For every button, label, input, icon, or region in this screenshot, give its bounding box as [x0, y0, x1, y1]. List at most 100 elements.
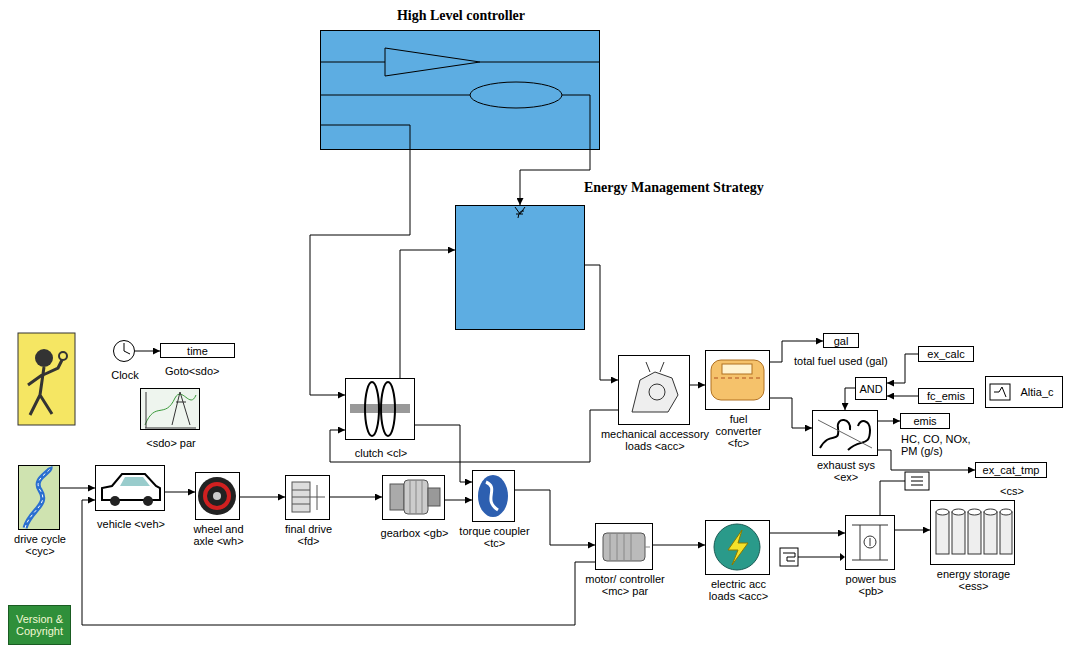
text-slot: drive cycle <cyc>: [7, 533, 73, 559]
vehicle-icon: [102, 474, 160, 506]
text-slot: energy storage <ess>: [928, 568, 1020, 594]
signal-line: [60, 488, 95, 489]
text-slot: final drive <fd>: [273, 523, 345, 549]
signal-line: [585, 265, 618, 380]
clock-block: Clock: [113, 340, 135, 362]
logic-gate: AND: [855, 377, 887, 400]
block-label: torque coupler <tc>: [459, 525, 531, 549]
text-slot: total fuel used (gal): [794, 351, 914, 369]
signal-line: [135, 351, 160, 352]
parameter-icon: [141, 389, 199, 429]
signal-line: [310, 150, 410, 395]
goto-tag: galtotal fuel used (gal): [823, 333, 859, 348]
signal-line: [330, 497, 382, 498]
signal-line: [400, 250, 455, 378]
text-slot: power bus <pb>: [840, 573, 902, 599]
block-label: Goto<sdo>: [165, 365, 219, 377]
signal-line: [165, 492, 195, 493]
signal-line: [690, 385, 705, 386]
block-label: final drive <fd>: [273, 523, 345, 547]
text-slot: gearbox <gb>: [370, 523, 460, 541]
mascot-icon: [18, 333, 75, 425]
signal-line: [445, 500, 472, 501]
block-label: fuel converter <fc>: [708, 413, 770, 449]
signal-line: [653, 545, 705, 546]
electric-load-block: electric acc loads <acc>: [705, 520, 770, 575]
block-label: mechanical accessory loads <acc>: [599, 428, 711, 452]
battery-icon: [936, 509, 1012, 554]
block-label: Version & Copyright: [9, 613, 70, 637]
ground-symbol: [780, 548, 845, 566]
text-slot: ex_cat_tmp: [976, 463, 1046, 477]
accessory-icon: [632, 362, 678, 412]
block-label: clutch <cl>: [355, 447, 408, 459]
exhaust-block: exhaust sys <ex>: [812, 410, 878, 456]
text-slot: Energy Management Strategy: [584, 178, 834, 196]
signal-line: [845, 388, 855, 410]
goto-tag: emisHC, CO, NOx, PM (g/s): [900, 413, 950, 429]
parameter-block: <sdo> par: [140, 388, 200, 430]
signal-line: [770, 533, 845, 534]
text-slot: Clock: [105, 365, 145, 383]
block-label: gearbox <gb>: [381, 527, 449, 539]
block-label: power bus <pb>: [840, 573, 902, 597]
torque-coupler-block: torque coupler <tc>: [472, 470, 515, 522]
block-label: electric acc loads <acc>: [699, 578, 779, 602]
from-tag: fc_emis: [918, 388, 974, 404]
text-slot: Version & Copyright: [9, 606, 70, 644]
text-slot: fc_emis: [919, 389, 973, 403]
signal-line: [330, 410, 618, 462]
electric-load-icon: [714, 524, 760, 570]
gearbox-block: gearbox <gb>: [382, 475, 445, 520]
power-bus-block: power bus <pb>: [845, 515, 895, 570]
block-title: Energy Management Strategy: [584, 180, 764, 196]
signal-line: [415, 425, 472, 482]
altia-icon: [990, 384, 1010, 400]
block-label: vehicle <veh>: [97, 518, 165, 530]
text-slot: AND: [856, 378, 886, 399]
signal-line: [240, 497, 285, 498]
drive-cycle-icon: [19, 466, 59, 529]
text-slot: motor/ controller <mc> par: [575, 573, 675, 599]
goto-tag: ex_cat_tmp<cs>: [975, 462, 1047, 478]
exhaust-icon: [818, 420, 872, 450]
signal-line: [887, 354, 918, 383]
altia-block: Altia_c: [985, 376, 1063, 408]
final-drive-icon: [292, 482, 325, 512]
motor-icon: [603, 533, 650, 561]
block-label: total fuel used (gal): [794, 355, 888, 367]
block-label: wheel and axle <wh>: [183, 523, 255, 547]
strategy-block: Energy Management Strategy: [455, 205, 585, 330]
wheel-icon: [198, 477, 236, 515]
text-slot: <cs>: [987, 481, 1037, 499]
block-label: HC, CO, NOx, PM (g/s): [901, 433, 979, 457]
text-slot: mechanical accessory loads <acc>: [599, 428, 711, 454]
signal-line: [770, 398, 812, 428]
block-label: ex_cat_tmp: [983, 464, 1040, 476]
block-label: exhaust sys <ex>: [806, 459, 886, 483]
energy-storage-block: energy storage <ess>: [930, 500, 1015, 565]
vehicle-block: vehicle <veh>: [95, 465, 165, 511]
text-slot: vehicle <veh>: [86, 514, 176, 532]
block-label: AND: [859, 383, 882, 395]
text-slot: ex_calc: [919, 347, 973, 361]
block-label: fc_emis: [927, 390, 965, 402]
signal-line: [895, 530, 930, 531]
power-bus-icon: [852, 525, 888, 560]
signal-line: [520, 150, 590, 205]
signal-line: [887, 396, 918, 397]
block-label: drive cycle <cyc>: [7, 533, 73, 557]
text-slot: wheel and axle <wh>: [183, 523, 255, 549]
goto-tag: timeGoto<sdo>: [160, 343, 235, 358]
wheel-block: wheel and axle <wh>: [195, 472, 240, 520]
text-slot: clutch <cl>: [336, 443, 426, 461]
gearbox-icon: [390, 480, 440, 514]
text-slot: time: [161, 344, 234, 357]
controller-block: High Level controller: [320, 30, 600, 150]
text-slot: <sdo> par: [136, 433, 206, 451]
signal-line: [82, 500, 595, 625]
block-label: gal: [834, 335, 849, 347]
text-slot: gal: [824, 334, 858, 347]
text-slot: torque coupler <tc>: [459, 525, 531, 551]
text-slot: Goto<sdo>: [165, 361, 245, 379]
